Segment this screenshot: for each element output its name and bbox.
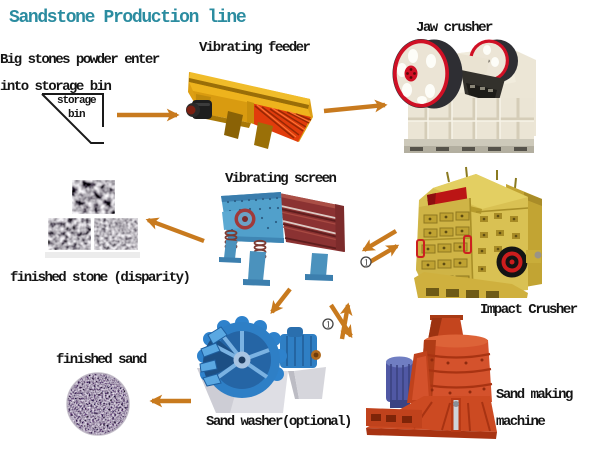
- svg-text:1: 1: [364, 258, 369, 268]
- svg-text:1: 1: [326, 320, 331, 330]
